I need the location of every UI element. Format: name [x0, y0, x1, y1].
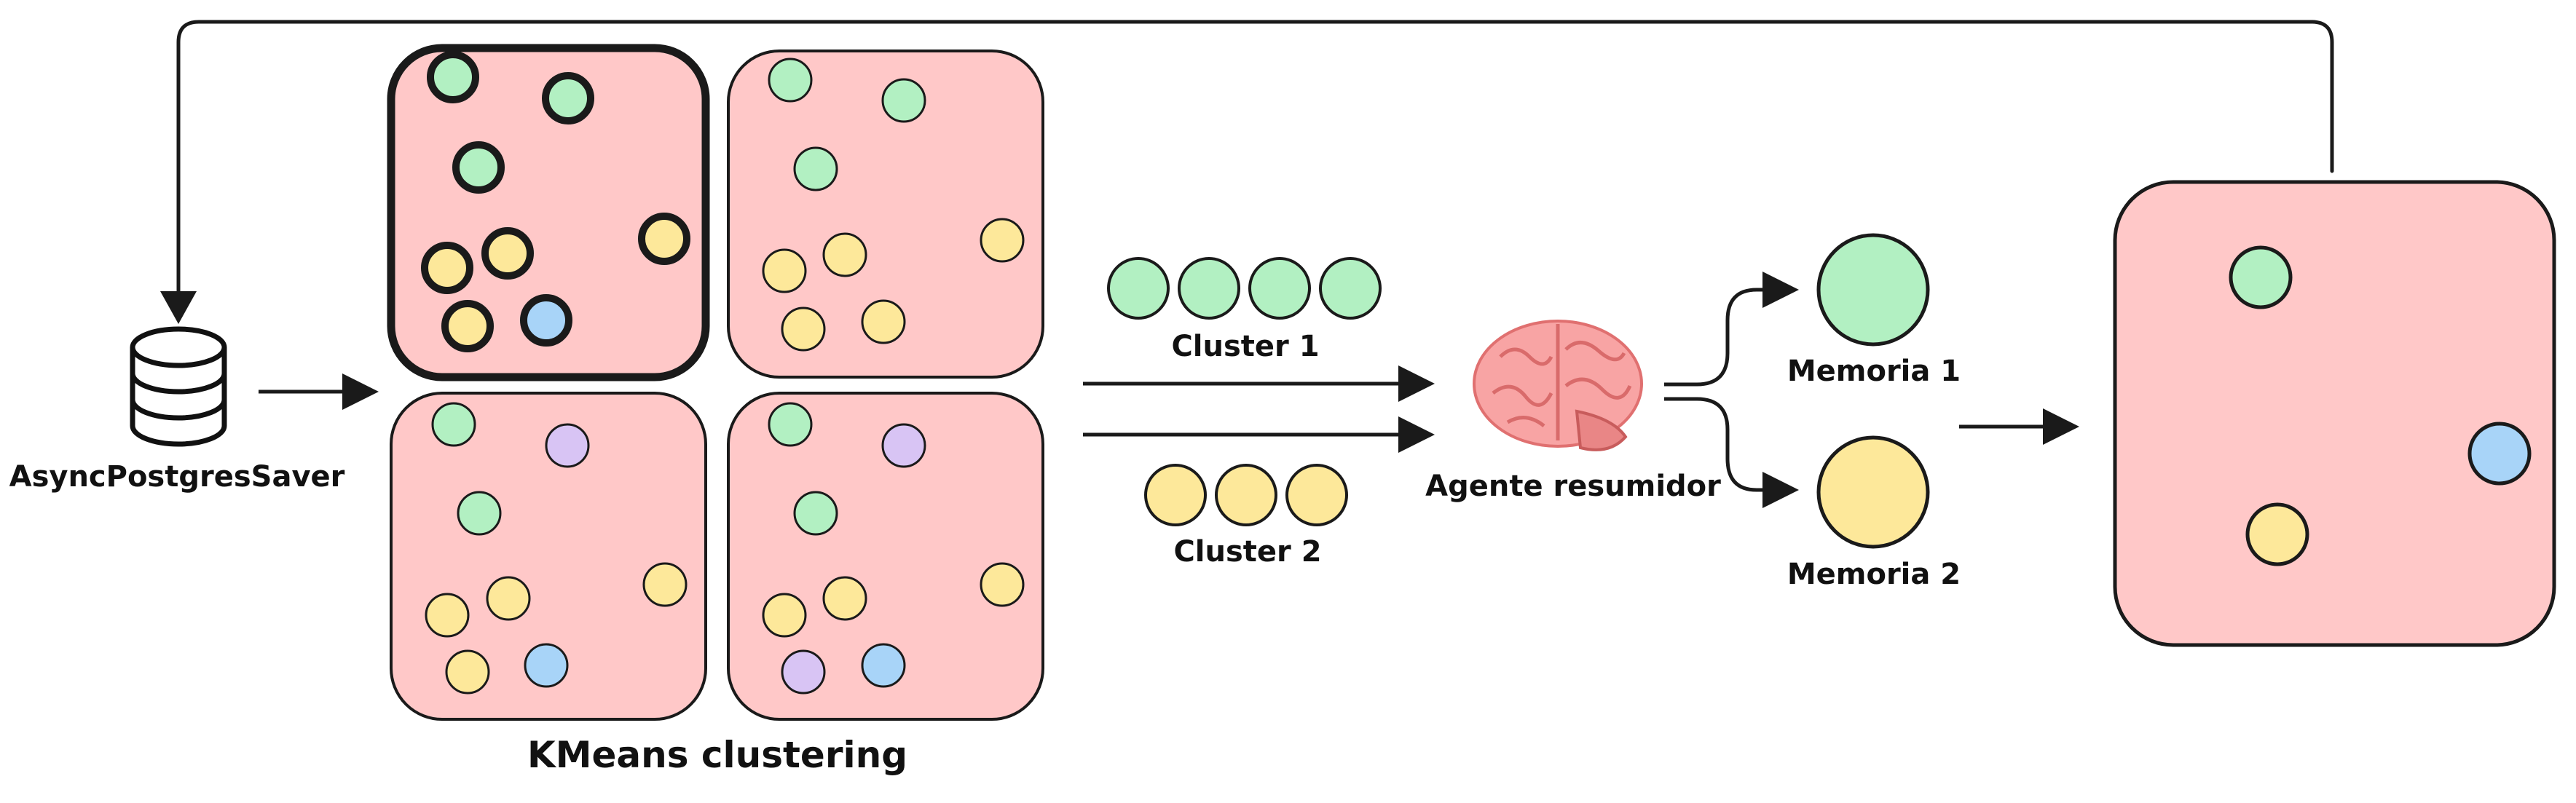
cluster-2-dots	[1144, 464, 1348, 526]
result-point-green	[2229, 245, 2293, 309]
result-panel	[2113, 180, 2556, 647]
panel-4-point-yellow	[762, 593, 807, 638]
panel-4-point-purple	[881, 423, 926, 468]
agent-to-memory1-arrow	[1664, 272, 1799, 387]
cluster-2-point	[1285, 464, 1348, 526]
panel-2-point-green	[881, 78, 926, 123]
panel-1-point-yellow	[441, 300, 494, 352]
database-icon	[130, 326, 227, 447]
cluster-1-point	[1319, 257, 1382, 320]
panel-2-point-yellow	[861, 299, 906, 344]
result-point-blue	[2467, 422, 2532, 486]
brain-icon	[1473, 320, 1643, 451]
cluster-1-dots	[1107, 257, 1382, 320]
agent-to-memory2-arrow	[1664, 397, 1799, 508]
panel-4-point-purple	[781, 649, 826, 695]
panel-3-point-yellow	[642, 562, 688, 607]
panel-2-point-green	[768, 58, 813, 103]
kmeans-panel-2	[727, 50, 1044, 379]
memory-1-circle	[1816, 233, 1930, 347]
panel-1-point-green	[452, 141, 505, 194]
cluster-1-point	[1107, 257, 1170, 320]
agent-label: Agente resumidor	[1425, 470, 1721, 503]
cluster-2-point	[1144, 464, 1207, 526]
panel-3-point-green	[431, 402, 476, 447]
kmeans-panel-3	[390, 392, 707, 721]
result-dots	[2229, 245, 2532, 566]
memory-1-label: Memoria 1	[1787, 355, 1961, 388]
panel-3-point-blue	[524, 643, 569, 688]
panel-4-point-green	[768, 402, 813, 447]
panel-1-point-yellow	[638, 213, 690, 265]
kmeans-label: KMeans clustering	[527, 734, 907, 776]
panel-3-point-yellow	[445, 649, 490, 695]
panel-4-point-blue	[861, 643, 906, 688]
kmeans-panel-1	[387, 44, 710, 381]
panel-2-point-green	[793, 146, 838, 191]
panel-3-point-purple	[545, 423, 590, 468]
panel-2-point-yellow	[781, 306, 826, 352]
panel-1-point-yellow	[481, 227, 534, 280]
panel-4-point-yellow	[822, 576, 867, 621]
panel-3-point-yellow	[425, 593, 470, 638]
feedback-loop-arrow	[176, 20, 2334, 293]
panel-1-point-blue	[520, 294, 572, 347]
panel-1-point-green	[542, 72, 594, 124]
panel-4-point-green	[793, 491, 838, 536]
cluster-1-point	[1178, 257, 1240, 320]
cluster-2-point	[1215, 464, 1277, 526]
kmeans-panels	[387, 44, 1044, 721]
panel-1-point-green	[427, 51, 479, 103]
cluster-1-label: Cluster 1	[1171, 330, 1319, 363]
panel-3-point-green	[457, 491, 502, 536]
kmeans-panel-4	[727, 392, 1044, 721]
feedback-arrowhead	[160, 291, 197, 324]
panel-2-point-yellow	[762, 248, 807, 293]
result-point-yellow	[2245, 502, 2309, 566]
memory-2-label: Memoria 2	[1787, 558, 1961, 591]
panel-2-point-yellow	[822, 232, 867, 277]
cluster-2-label: Cluster 2	[1173, 535, 1321, 569]
panel-3-point-yellow	[486, 576, 531, 621]
panel-1-point-yellow	[421, 242, 473, 294]
memory-2-circle	[1816, 435, 1930, 549]
panel-4-point-yellow	[980, 562, 1025, 607]
panel-2-point-yellow	[980, 218, 1025, 263]
cluster-1-point	[1248, 257, 1311, 320]
database-label: AsyncPostgresSaver	[9, 460, 345, 494]
